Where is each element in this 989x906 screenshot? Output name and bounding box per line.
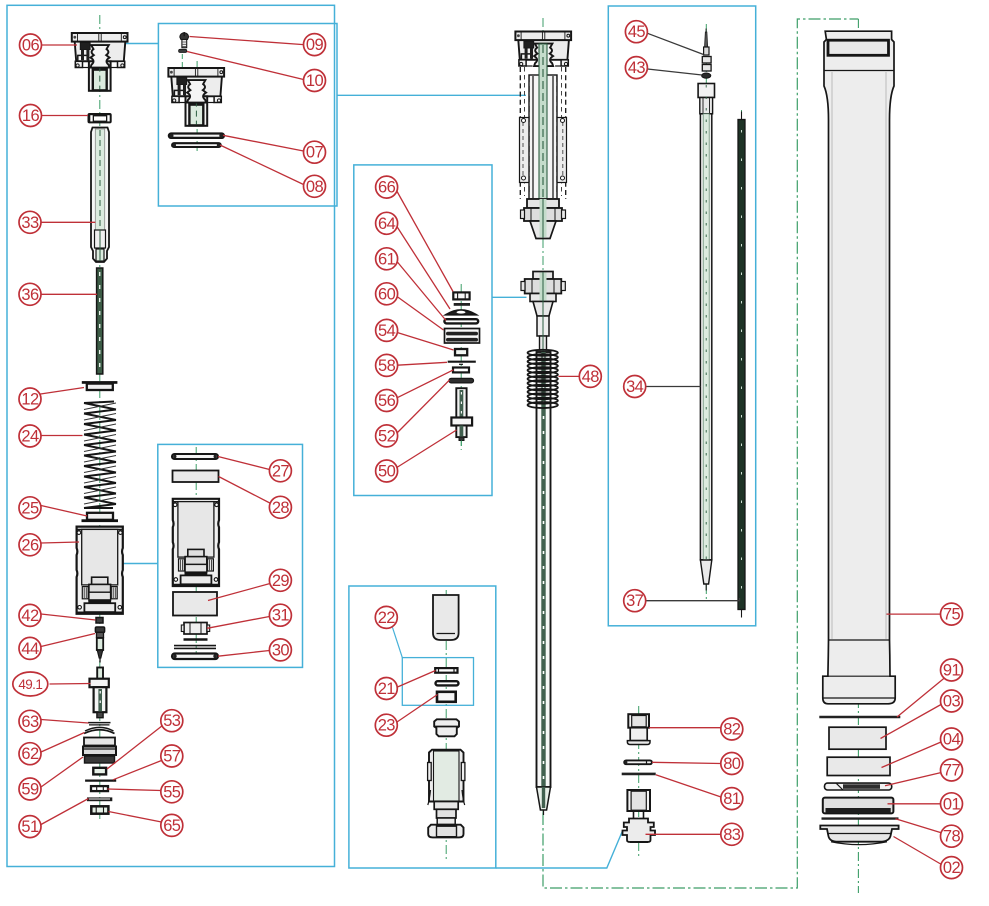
svg-text:64: 64	[378, 215, 396, 233]
svg-text:02: 02	[943, 859, 961, 877]
svg-text:31: 31	[272, 607, 290, 625]
svg-text:34: 34	[626, 378, 644, 396]
svg-text:55: 55	[163, 783, 181, 801]
svg-text:45: 45	[628, 23, 646, 41]
svg-text:01: 01	[943, 795, 961, 813]
svg-text:26: 26	[21, 536, 39, 554]
svg-text:56: 56	[378, 392, 396, 410]
svg-text:57: 57	[163, 748, 181, 766]
svg-text:62: 62	[21, 745, 39, 763]
svg-text:04: 04	[943, 731, 961, 749]
svg-text:65: 65	[163, 817, 181, 835]
svg-text:81: 81	[723, 790, 741, 808]
svg-text:29: 29	[272, 572, 290, 590]
svg-text:24: 24	[21, 428, 39, 446]
svg-text:08: 08	[306, 178, 324, 196]
svg-text:82: 82	[723, 721, 741, 739]
svg-text:80: 80	[723, 755, 741, 773]
svg-text:36: 36	[21, 286, 39, 304]
svg-text:30: 30	[272, 641, 290, 659]
svg-text:59: 59	[21, 781, 39, 799]
svg-text:21: 21	[378, 680, 396, 698]
svg-text:44: 44	[21, 640, 39, 658]
svg-text:61: 61	[378, 250, 396, 268]
svg-text:23: 23	[378, 717, 396, 735]
svg-text:27: 27	[272, 462, 290, 480]
svg-text:75: 75	[943, 606, 961, 624]
svg-text:52: 52	[378, 427, 396, 445]
svg-text:43: 43	[628, 59, 646, 77]
svg-text:58: 58	[378, 357, 396, 375]
svg-text:77: 77	[943, 762, 961, 780]
svg-text:51: 51	[21, 818, 39, 836]
svg-text:22: 22	[378, 609, 396, 627]
svg-text:78: 78	[943, 828, 961, 846]
svg-text:48: 48	[582, 368, 600, 386]
svg-text:53: 53	[163, 712, 181, 730]
svg-text:83: 83	[723, 826, 741, 844]
svg-text:06: 06	[22, 37, 40, 55]
svg-text:63: 63	[21, 713, 39, 731]
svg-text:03: 03	[943, 693, 961, 711]
svg-text:12: 12	[21, 391, 39, 409]
svg-text:10: 10	[306, 72, 324, 90]
svg-text:54: 54	[378, 322, 396, 340]
svg-text:60: 60	[378, 285, 396, 303]
svg-text:25: 25	[21, 499, 39, 517]
svg-text:42: 42	[21, 607, 39, 625]
svg-text:28: 28	[272, 499, 290, 517]
svg-text:49.1: 49.1	[18, 677, 42, 692]
svg-text:50: 50	[378, 463, 396, 481]
svg-text:09: 09	[306, 36, 324, 54]
svg-text:37: 37	[626, 592, 644, 610]
svg-text:33: 33	[21, 214, 39, 232]
svg-text:91: 91	[943, 662, 961, 680]
svg-text:16: 16	[22, 107, 40, 125]
svg-text:07: 07	[306, 144, 324, 162]
svg-text:66: 66	[378, 179, 396, 197]
